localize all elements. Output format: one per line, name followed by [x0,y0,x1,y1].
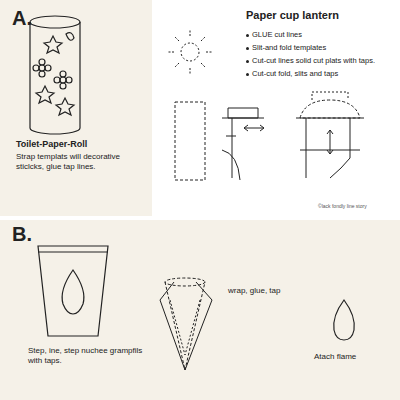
panel-letter: A. [12,6,52,30]
note: Strap templats will decorative sticlcks,… [16,152,148,171]
step-note: Step, ine, step nuchee grampfils with ta… [28,346,148,365]
bullet-text: Slit-and fold templates [252,43,396,52]
paper-cone [160,278,212,370]
white-panel [152,0,400,216]
bullet-text: Cut-cut fold, slits and taps [252,69,396,78]
paper-roll [30,16,80,134]
watermark: ©lack fondly line story [318,203,398,209]
flame [334,300,355,340]
part-name: Toilet-Paper-Roll [16,139,148,150]
heading: Paper cup lantern [246,9,396,22]
bullet-text: Cut-cut lines solid cut plats with taps. [252,56,396,65]
paper-cup [38,246,108,336]
divider [0,216,400,220]
panel-letter: B. [12,222,52,246]
step-note: Atach flame [314,352,394,362]
step-note: wrap, glue, tap [228,286,328,296]
bullet-text: GLUE cut lines [252,30,396,39]
lantern-templates [168,30,364,180]
